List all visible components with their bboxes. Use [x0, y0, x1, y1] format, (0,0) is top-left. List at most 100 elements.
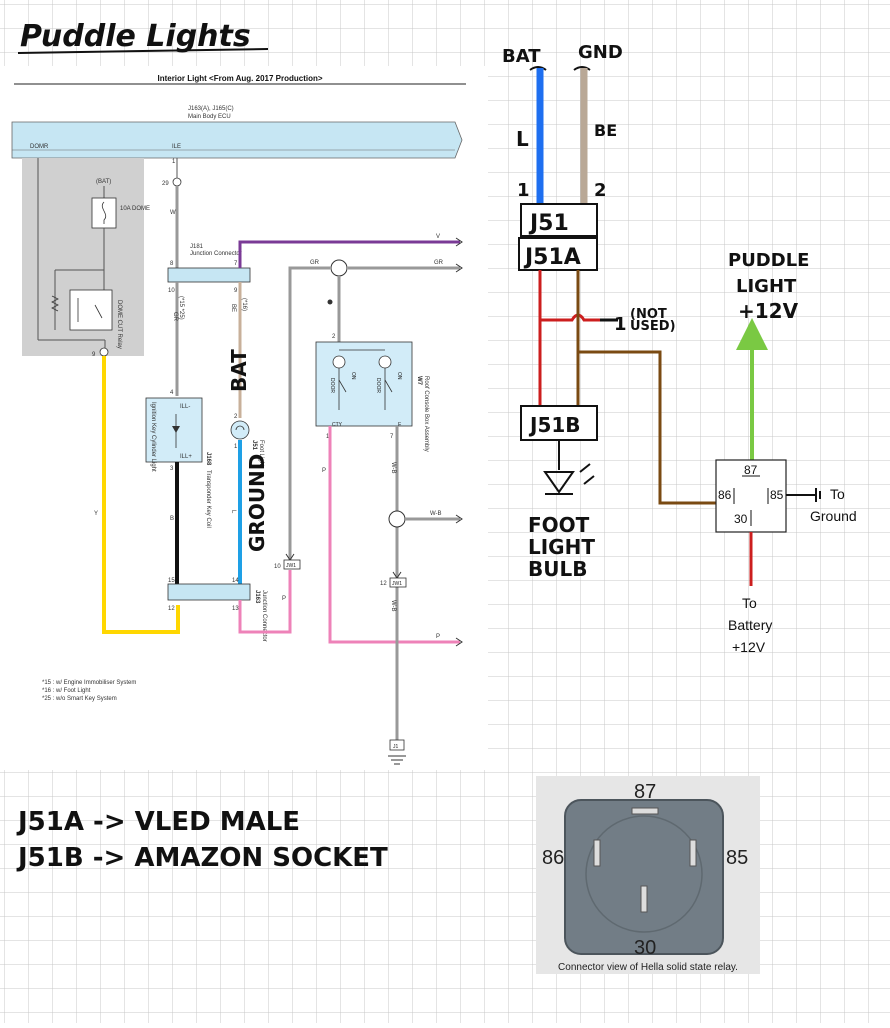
jw1-left — [283, 559, 301, 570]
wire-wb-label-2: W-B — [430, 511, 442, 517]
wire-gr-top — [288, 266, 330, 560]
ground-tag — [389, 739, 405, 751]
pin-86-blade — [593, 839, 601, 867]
schematic-header: Interior Light <From Aug. 2017 Productio… — [157, 74, 322, 83]
wiring-gnd-label: GND — [578, 42, 623, 63]
title-underline — [17, 48, 269, 54]
note-16: (*16) — [241, 298, 247, 311]
pin-8: 8 — [170, 261, 174, 267]
j163-code: J163 — [254, 590, 260, 604]
j51b-connector-box — [520, 405, 598, 441]
hand-bat: BAT — [227, 349, 251, 392]
j163-connector — [167, 583, 251, 601]
pin-14: 14 — [232, 578, 239, 584]
pin-13: 13 — [232, 606, 239, 612]
wiring-bat-label: BAT — [502, 46, 541, 67]
relay-body — [564, 799, 724, 955]
wire-w-label: W — [170, 210, 176, 216]
splice-point — [330, 259, 348, 277]
footnote-16: *16 : w/ Foot Light — [42, 688, 91, 694]
j51-box-label: J51 — [528, 211, 569, 236]
w7-name: Roof Console Box Assembly — [423, 376, 429, 452]
pin-ile: ILE — [172, 144, 181, 150]
wire-l-hand-label: L — [516, 127, 529, 151]
dome-cut-relay — [69, 289, 113, 331]
j51a-box-label: J51A — [523, 245, 581, 270]
wiring-pin-1: 1 — [517, 180, 530, 201]
jw1-right-label: JW1 — [392, 581, 402, 587]
relay-photo: 87 86 85 30 Connector view of Hella soli… — [536, 776, 760, 974]
note-1525: (*15 *25) — [178, 296, 184, 320]
pin-87-blade — [631, 807, 659, 815]
j168-code: J168 — [205, 452, 211, 466]
photo-86: 86 — [542, 847, 564, 869]
on-label-2: ON — [396, 372, 402, 380]
wire-gr-label-2: GR — [434, 260, 444, 266]
wire-pink-2 — [328, 426, 460, 644]
not-used-pin: 1 — [614, 314, 627, 335]
e-label: E — [398, 422, 402, 428]
wire-y-label: Y — [94, 511, 98, 517]
ground-tag-label: J1 — [393, 744, 399, 750]
wiring-pin-2: 2 — [594, 180, 607, 201]
photo-30: 30 — [634, 937, 656, 959]
splice-point-2 — [388, 510, 406, 528]
not-used-line1: (NOT — [630, 307, 667, 322]
pin-1c: 1 — [326, 434, 330, 440]
pin-4: 4 — [170, 390, 174, 396]
j51-foot-light — [230, 420, 250, 440]
mapping-note-j51a: J51A -> VLED MALE — [16, 807, 300, 837]
not-used-line2: USED) — [630, 319, 676, 334]
relay-30: 30 — [734, 512, 748, 526]
pin-7: 7 — [234, 261, 238, 267]
ecu-code: J163(A), J165(C) — [188, 106, 234, 112]
on-label-1: ON — [350, 372, 356, 380]
relay-87: 87 — [744, 463, 758, 477]
pin-7b: 7 — [390, 434, 394, 440]
jw1-left-label: JW1 — [286, 563, 296, 569]
wire-pink-1 — [238, 570, 292, 634]
relay-85: 85 — [770, 488, 784, 502]
wire-l-label: L — [230, 510, 236, 514]
pin-15: 15 — [168, 578, 175, 584]
w7-code: W7 — [416, 376, 422, 386]
pin-9b: 9 — [234, 288, 238, 294]
ignition-label: Ignition Key Cylinder Light — [150, 402, 156, 472]
wire-p2-label: P — [322, 468, 326, 474]
j168-name: Transponder Key Coil — [205, 470, 211, 528]
footnote-15: *15 : w/ Engine Immobiliser System — [42, 680, 136, 686]
cty-label: CTY — [332, 422, 343, 428]
wire-brown-to-relay — [578, 350, 716, 505]
photo-85: 85 — [726, 847, 748, 869]
j181-code: J181 — [190, 244, 204, 250]
bat-small: (BAT) — [96, 179, 111, 185]
puddle-line2: LIGHT — [736, 276, 797, 297]
wire-be-hand-label: BE — [594, 121, 617, 140]
w7-roof-console — [315, 341, 413, 427]
hand-ground: GROUND — [245, 454, 269, 552]
ecu-name: Main Body ECU — [188, 114, 231, 120]
to-battery-line2: Battery — [728, 617, 772, 633]
pin-3: 3 — [170, 466, 174, 472]
j51b-box-label: J51B — [528, 413, 581, 437]
j51-code: J51 — [251, 440, 257, 451]
wire-wb-label: W-B — [390, 462, 396, 474]
to-battery-line1: To — [742, 595, 757, 611]
j51-connector-box — [520, 203, 598, 237]
wire-violet — [238, 240, 460, 268]
j51a-connector-box — [518, 237, 598, 271]
relay-86: 86 — [718, 488, 732, 502]
pin-10: 10 — [168, 288, 175, 294]
j168-key-coil — [145, 397, 203, 463]
pin-2b: 2 — [332, 334, 336, 340]
notebook-title: Puddle Lights — [20, 19, 251, 54]
wire-wb-label-3: W-B — [390, 600, 396, 612]
hand-wiring-diagram: BAT GND L BE 1 2 J51 J51A 1 (NOT USED) J… — [502, 42, 857, 655]
wire-v-label: V — [436, 234, 440, 240]
j163-name: Junction Connector — [261, 590, 267, 642]
j51-name: Foot Light — [258, 440, 264, 467]
ill-plus: ILL+ — [180, 454, 192, 460]
pin-2: 2 — [234, 414, 238, 420]
pin-1-ile: 1 — [172, 159, 176, 165]
